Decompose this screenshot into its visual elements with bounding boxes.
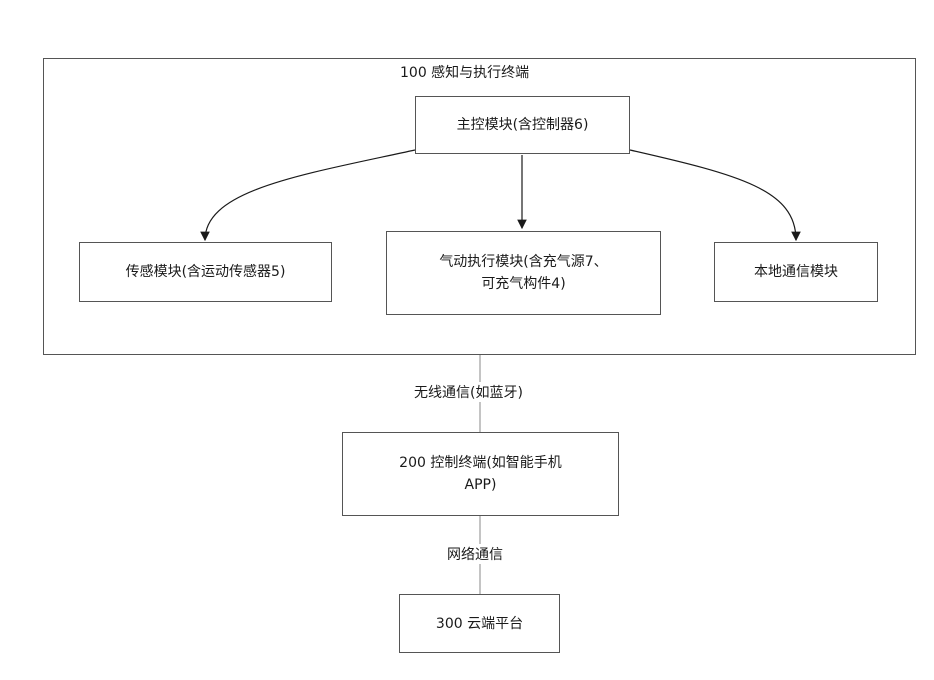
main-control-module: 主控模块(含控制器6) (415, 96, 630, 154)
cloud-platform: 300 云端平台 (399, 594, 560, 653)
wireless-link-label: 无线通信(如蓝牙) (412, 382, 525, 402)
terminal-title: 100 感知与执行终端 (398, 62, 531, 82)
pneumatic-module-label-line1: 气动执行模块(含充气源7、 (439, 251, 607, 273)
control-terminal-label-line2: APP) (465, 474, 497, 496)
control-terminal: 200 控制终端(如智能手机 APP) (342, 432, 619, 516)
local-communication-module-label: 本地通信模块 (754, 261, 838, 283)
cloud-platform-label: 300 云端平台 (436, 613, 523, 635)
control-terminal-label-line1: 200 控制终端(如智能手机 (399, 452, 562, 474)
sensor-module: 传感模块(含运动传感器5) (79, 242, 332, 302)
main-control-module-label: 主控模块(含控制器6) (457, 114, 589, 136)
pneumatic-execution-module: 气动执行模块(含充气源7、 可充气构件4) (386, 231, 661, 315)
pneumatic-module-label-line2: 可充气构件4) (481, 273, 565, 295)
sensor-module-label: 传感模块(含运动传感器5) (126, 261, 286, 283)
local-communication-module: 本地通信模块 (714, 242, 878, 302)
network-link-label: 网络通信 (445, 544, 505, 564)
